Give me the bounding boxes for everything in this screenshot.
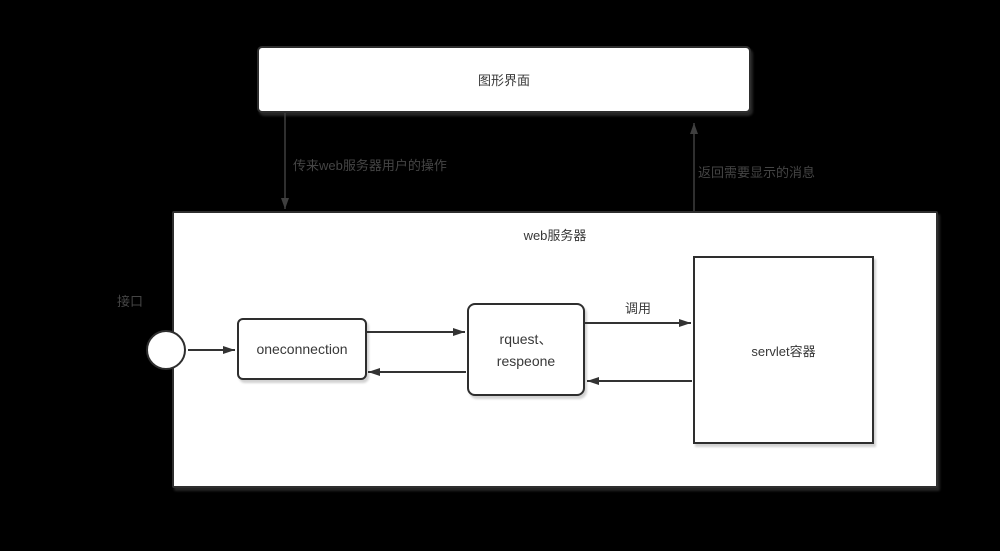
- interface-endpoint-circle: [146, 330, 186, 370]
- edge-label-call: 调用: [624, 301, 651, 316]
- node-graphical-interface: 图形界面: [257, 46, 751, 113]
- node-graphical-interface-label: 图形界面: [477, 73, 530, 88]
- node-servlet-container: servlet容器: [693, 256, 874, 444]
- node-oneconnection-label: oneconnection: [256, 341, 348, 357]
- interface-label: 接口: [117, 294, 144, 309]
- node-oneconnection: oneconnection: [237, 318, 367, 380]
- node-web-server-label: web服务器: [523, 228, 587, 243]
- node-request-response-label-line2: respeone: [496, 352, 556, 369]
- node-request-response-label-line1: rquest、: [499, 330, 553, 347]
- node-servlet-container-label: servlet容器: [751, 343, 816, 359]
- node-request-response: rquest、 respeone: [467, 303, 585, 396]
- edge-label-return-message: 返回需要显示的消息: [698, 165, 816, 180]
- edge-label-user-action: 传来web服务器用户的操作: [293, 158, 447, 173]
